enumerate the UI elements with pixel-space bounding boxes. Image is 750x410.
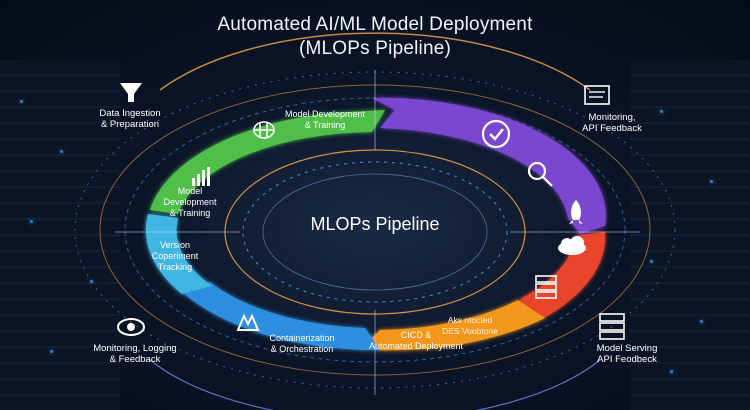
ring-segment-orange: [360, 300, 545, 351]
server-stack-icon: [535, 275, 557, 299]
cloud-icon: [558, 236, 586, 255]
stage-label-model-dev-top: Model Development & Training: [284, 109, 366, 130]
stage-label-container: Containerization & Orchestration: [269, 333, 335, 354]
outer-label-model-serving: Model Serving API Feodbeck: [596, 343, 658, 365]
outer-label-data-ingestion: Data Ingestion & Preparation: [99, 108, 161, 130]
ring-segment-purple: [372, 97, 606, 235]
eye-icon: [117, 318, 145, 336]
rocket-icon: [569, 200, 583, 224]
outer-arc-top: [159, 32, 591, 91]
stage-label-auto-overlay: Aks ntocted DES Voobtone: [442, 315, 498, 336]
outer-arc-bottom: [149, 359, 601, 410]
outer-label-monitoring-logging: Monitoring, Logging & Feedback: [93, 343, 177, 365]
kubernetes-icon: [236, 313, 260, 331]
ring-segment-teal: [145, 214, 212, 294]
outer-label-monitoring-api: Monitoring, API Feedback: [582, 112, 642, 134]
brain-icon: [253, 121, 275, 139]
checkmark-icon: [481, 119, 511, 149]
funnel-icon: [120, 83, 142, 102]
stage-label-cicd: CICD & Automated Deployment: [368, 330, 464, 351]
bar-chart-icon: [192, 167, 210, 186]
inner-ring-2: [242, 161, 508, 303]
ring-segment-red: [510, 232, 606, 320]
ring-segment-blue: [180, 282, 380, 351]
dashboard-icon: [584, 85, 610, 105]
inner-ring-3: [262, 173, 488, 291]
center-title: MLOPs Pipeline: [310, 214, 440, 234]
magnifier-icon: [527, 161, 553, 187]
stage-label-version: Version Coperiment Tracking: [151, 240, 199, 272]
connector-lines: [115, 70, 640, 395]
stage-label-model-dev-left: Model Development & Training: [163, 186, 217, 218]
server-icon: [599, 313, 625, 340]
diagram-subtitle: (MLOPs Pipeline): [298, 38, 452, 59]
diagram-title: Automated AI/ML Model Deployment: [217, 14, 533, 35]
